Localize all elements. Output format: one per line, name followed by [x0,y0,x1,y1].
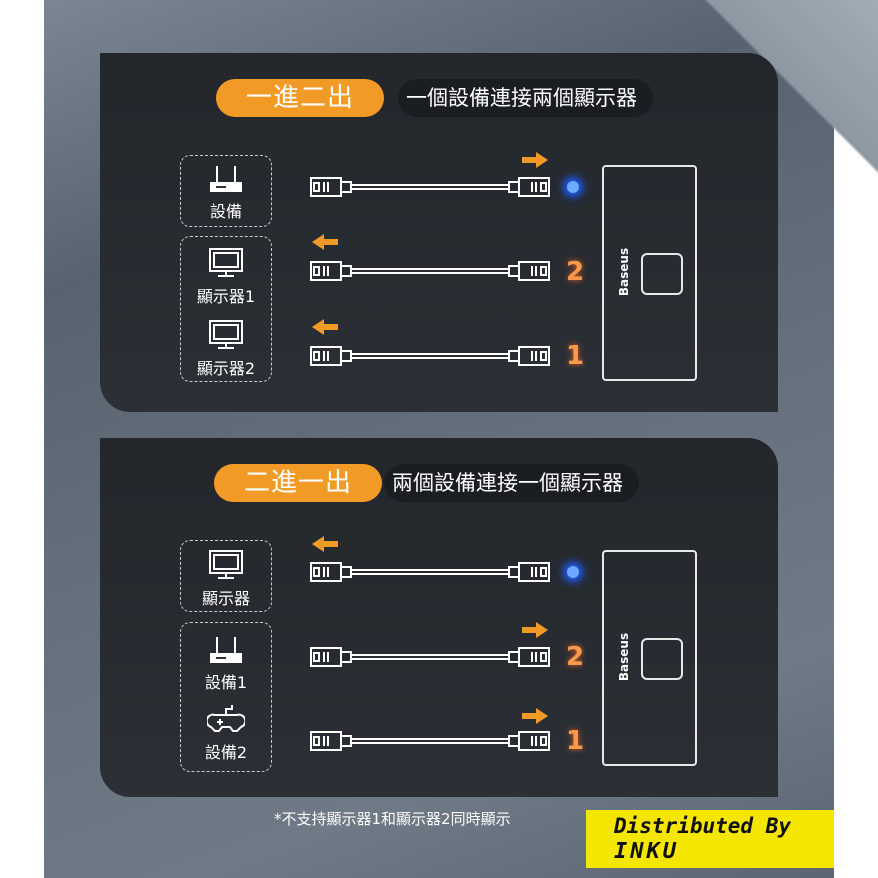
hdmi-cable [310,177,550,197]
item-label: 顯示器1 [196,287,256,306]
brand-label: Baseus [617,632,632,682]
gamepad-icon [207,704,245,732]
device-item: 設備2 [181,703,271,763]
distributor-watermark: Distributed By INKU [586,810,834,868]
display-group: 顯示器 [180,540,272,612]
display-item: 顯示器1 [181,247,271,307]
panel-one-in-two-out: 一進二出 一個設備連接兩個顯示器 設備 顯示器1 顯示器2 2 1 Baseus [100,53,778,412]
monitor-icon [209,550,243,579]
switch-device: Baseus [602,550,697,766]
display-group: 顯示器1 顯示器2 [180,236,272,382]
switch-button [641,253,683,295]
output-led [567,566,579,578]
display-item: 顯示器2 [181,319,271,379]
mode-subtitle: 兩個設備連接一個顯示器 [384,464,639,502]
footnote: *不支持顯示器1和顯示器2同時顯示 [274,810,511,828]
device-item: 設備1 [181,635,271,693]
item-label: 顯示器 [201,589,250,608]
hdmi-cable [310,346,550,366]
item-label: 設備1 [204,673,248,692]
arrow-left-icon [312,536,338,552]
monitor-icon [209,248,243,277]
switch-button [641,638,683,680]
watermark-line1: Distributed By [614,814,792,838]
port-number: 2 [566,257,585,287]
arrow-left-icon [312,319,338,335]
hdmi-cable [310,647,550,667]
switch-device: Baseus [602,165,697,381]
port-number: 2 [566,642,585,672]
mode-subtitle: 一個設備連接兩個顯示器 [398,79,653,117]
hdmi-cable [310,562,550,582]
mode-badge: 一進二出 [216,79,384,117]
source-group: 設備 [180,155,272,227]
watermark-line2: INKU [614,839,679,864]
item-label: 顯示器2 [196,359,256,378]
arrow-right-icon [522,152,548,168]
device-item: 設備 [181,164,271,222]
brand-label: Baseus [617,247,632,297]
hdmi-cable [310,261,550,281]
item-label: 設備2 [204,743,248,762]
arrow-right-icon [522,708,548,724]
port-number: 1 [566,341,585,371]
router-icon [209,636,243,664]
port-number: 1 [566,726,585,756]
display-item: 顯示器 [181,549,271,609]
arrow-right-icon [522,622,548,638]
mode-badge: 二進一出 [214,464,382,502]
arrow-left-icon [312,234,338,250]
monitor-icon [209,320,243,349]
router-icon [209,165,243,193]
source-group: 設備1 設備2 [180,622,272,772]
panel-two-in-one-out: 二進一出 兩個設備連接一個顯示器 顯示器 設備1 設備2 2 1 Baseus [100,438,778,797]
item-label: 設備 [209,202,242,221]
input-led [567,181,579,193]
hdmi-cable [310,731,550,751]
